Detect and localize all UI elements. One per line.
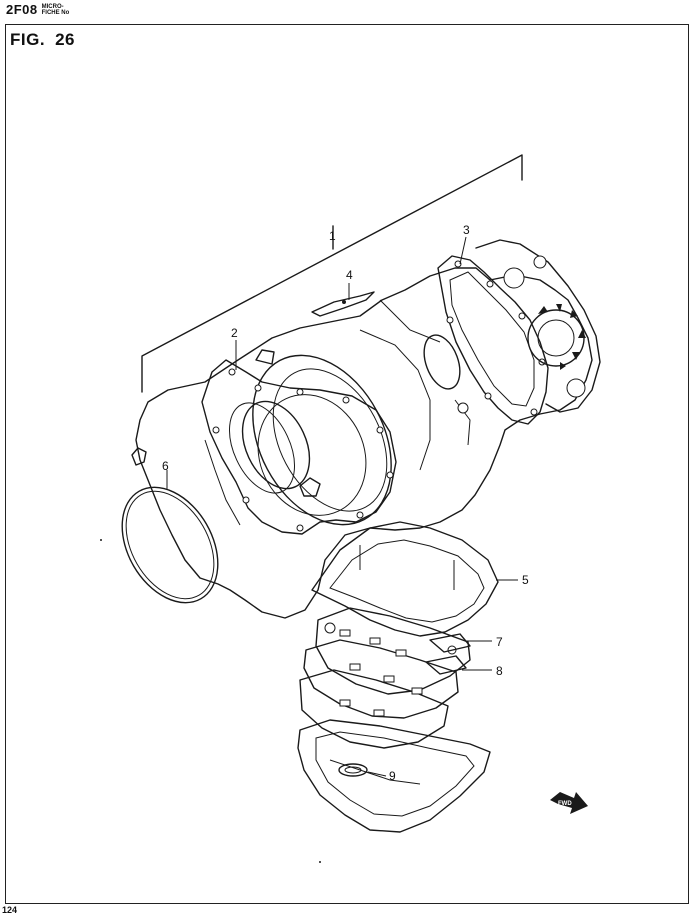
rear-cover — [475, 239, 601, 413]
direction-label: FWD — [558, 801, 572, 807]
microfiche-label: MICRO- FICHE No — [41, 3, 70, 16]
figure-frame — [5, 24, 689, 904]
callout-5: 5 — [522, 573, 529, 587]
figure-title: FIG. 26 — [10, 30, 75, 50]
o-ring-6 — [121, 486, 219, 604]
callout-7: 7 — [496, 635, 503, 649]
callout-6: 6 — [162, 459, 169, 473]
transmission-case — [131, 267, 593, 619]
callout-1: 1 — [329, 229, 336, 243]
valve-body-plates — [299, 607, 471, 749]
callout-4: 4 — [346, 268, 353, 282]
leader-lines — [166, 236, 518, 777]
figure-number: 26 — [55, 30, 75, 49]
figure-prefix: FIG. — [10, 30, 46, 49]
callout-9: 9 — [389, 769, 396, 783]
fiche-code: 2F08 — [6, 2, 38, 17]
kit-bracket — [141, 154, 523, 393]
oil-pan-gasket-5 — [311, 521, 499, 637]
case-gasket-2 — [201, 359, 397, 535]
page-header: 2F08 MICRO- FICHE No — [6, 2, 69, 17]
callout-2: 2 — [231, 326, 238, 340]
rear-gasket-3 — [437, 255, 549, 425]
callout-8: 8 — [496, 664, 503, 678]
callout-3: 3 — [463, 223, 470, 237]
forward-arrow-icon: FWD — [550, 792, 588, 814]
small-gasket-4 — [311, 291, 375, 317]
drain-gasket-9 — [338, 763, 368, 777]
page-number: 124 — [2, 905, 18, 915]
